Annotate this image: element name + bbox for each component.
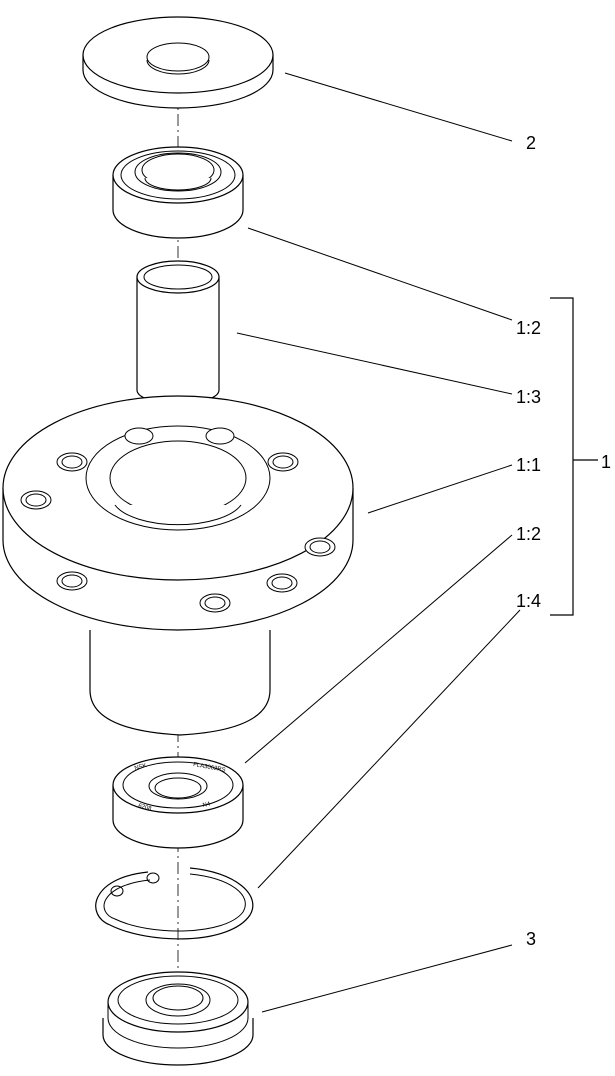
callout-label-snap-ring: 1:4	[516, 591, 541, 611]
callout-label-seal: 3	[526, 929, 536, 949]
callout-label-upper-bearing: 1:2	[516, 318, 541, 338]
snap-ring-part	[95, 867, 254, 940]
callout-label-assembly: 1	[601, 452, 611, 472]
callout-label-lower-bearing: 1:2	[516, 524, 541, 544]
callout-label-washer: 2	[526, 133, 536, 153]
bearing-marking-2: FLA3062RS	[193, 762, 226, 774]
bearing-marking-3: 6208	[137, 803, 152, 812]
callout-labels: 2 1:2 1:3 1:1 1:2 1:4 3 1	[516, 133, 611, 949]
lower-bearing-part: NSK FLA3062RS 6208 N4	[112, 756, 244, 849]
upper-bearing-part	[112, 146, 244, 239]
assembly-bracket	[550, 297, 598, 616]
bearing-marking-4: N4	[202, 801, 211, 809]
washer-part	[82, 16, 274, 109]
leader-lines	[236, 72, 521, 1013]
seal-part	[102, 971, 254, 1066]
flange-bolt-holes	[20, 427, 336, 613]
spindle-housing-part	[2, 395, 354, 736]
callout-label-spacer-tube: 1:3	[516, 387, 541, 407]
spacer-tube-part	[136, 260, 220, 405]
bearing-marking-1: NSK	[134, 763, 147, 772]
callout-label-spindle-housing: 1:1	[516, 455, 541, 475]
